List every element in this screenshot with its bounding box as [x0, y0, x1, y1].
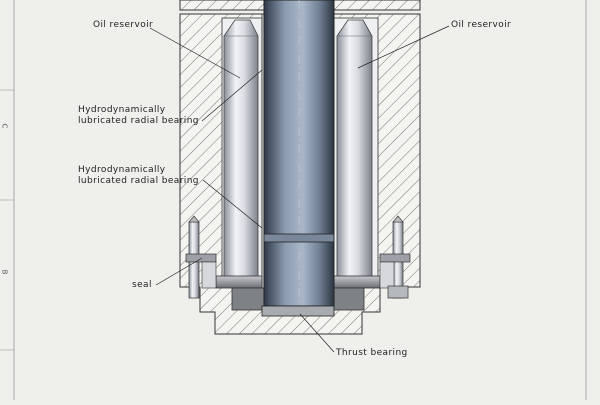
zone-marker-b: B	[0, 269, 9, 275]
radial-bearing-upper-label: Hydrodynamically lubricated radial beari…	[78, 105, 199, 127]
leader-radial-lower	[202, 179, 263, 229]
radial-bearing-upper-line1: Hydrodynamically	[78, 105, 166, 115]
left-radial-bearing	[223, 19, 259, 279]
leader-seal	[155, 257, 203, 286]
radial-bearing-upper-line2: lubricated radial bearing	[78, 116, 199, 126]
thrust-bearing-label: Thrust bearing	[336, 348, 408, 358]
radial-bearing-lower-line2: lubricated radial bearing	[78, 176, 199, 186]
left-bearing-ring	[215, 275, 263, 289]
oil-reservoir-left-label: Oil reservoir	[93, 20, 154, 30]
shaft-shoulder	[263, 233, 335, 243]
leader-radial-upper	[201, 69, 263, 122]
radial-bearing-lower-line1: Hydrodynamically	[78, 165, 166, 175]
seal-label: seal	[132, 280, 152, 290]
right-radial-bearing	[336, 19, 373, 279]
leader-oil-right	[357, 25, 450, 69]
leader-oil-left	[149, 27, 241, 79]
leader-thrust	[299, 313, 335, 353]
oil-reservoir-right-label: Oil reservoir	[451, 20, 512, 30]
zone-marker-c: C	[0, 123, 9, 129]
radial-bearing-lower-label: Hydrodynamically lubricated radial beari…	[78, 165, 199, 187]
right-screw-head	[387, 285, 409, 299]
left-seal	[185, 253, 217, 263]
right-seal	[379, 253, 411, 263]
thrust-bearing-plate	[261, 305, 335, 317]
right-bearing-ring	[333, 275, 381, 289]
